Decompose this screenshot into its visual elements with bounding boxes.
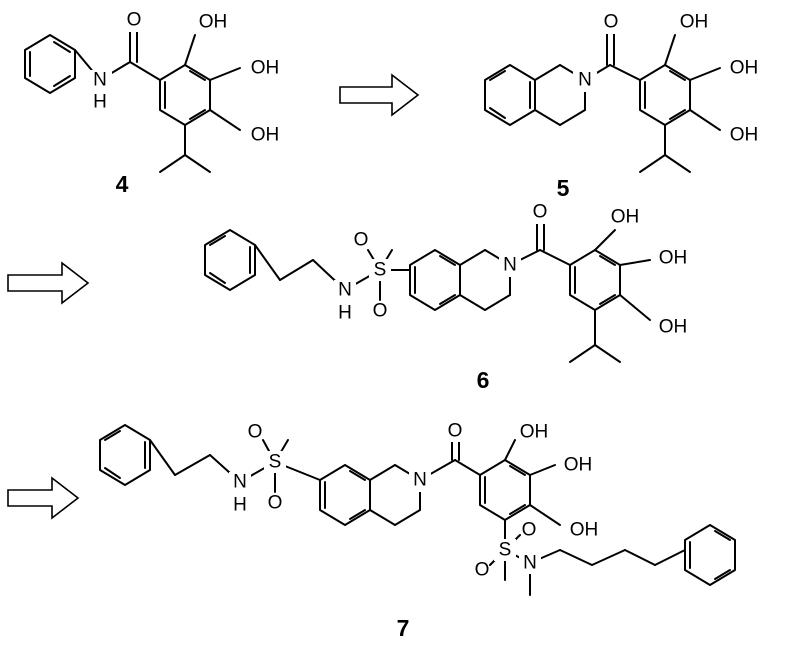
carbonyl-oxygen: O	[448, 421, 463, 442]
amide-nitrogen: N	[93, 70, 107, 91]
hydroxyl-label: OH	[730, 58, 759, 79]
sulfur-atom: S	[269, 452, 282, 473]
sulfonyl-oxygen: O	[475, 560, 490, 581]
compound-number-4: 4	[116, 171, 129, 197]
pyrogallol-ring	[159, 64, 211, 126]
sulfonyl-oxygen: O	[354, 230, 369, 251]
pyrogallol-ring	[479, 459, 531, 521]
sulfonyl-oxygen: O	[268, 493, 283, 514]
amide-nitrogen: N	[503, 255, 517, 276]
hydroxyl-label: OH	[680, 12, 709, 33]
benzene-ring	[24, 34, 76, 94]
sulfur-atom: S	[499, 540, 512, 561]
phenyl-ring	[684, 524, 736, 586]
benzo-ring	[484, 64, 536, 126]
compound-number-5: 5	[557, 175, 570, 201]
carbonyl-oxygen: O	[127, 10, 142, 31]
hydroxyl-label: OH	[251, 58, 280, 79]
pyrogallol-ring	[639, 64, 691, 126]
sulfur-atom: S	[374, 260, 387, 281]
hydroxyl-label: OH	[251, 125, 280, 146]
compound-7-structure: S O O N H N O OH OH OH S O O N	[99, 420, 736, 596]
sulfonamide-nitrogen: N	[523, 553, 537, 574]
carbonyl-oxygen: O	[604, 12, 619, 33]
sulfonyl-benzo-ring	[409, 249, 461, 311]
phenyl-ring	[99, 424, 151, 486]
hydroxyl-label: OH	[199, 12, 228, 33]
sulfonamide-hydrogen: H	[338, 303, 352, 324]
reaction-arrow-1	[339, 73, 420, 117]
reaction-arrow-2	[7, 261, 90, 305]
sulfonamide-hydrogen: H	[233, 495, 247, 516]
sulfonyl-benzo-ring	[319, 464, 371, 526]
sulfonamide-nitrogen: N	[233, 472, 247, 493]
amide-nitrogen: N	[413, 470, 427, 491]
sulfonamide-nitrogen: N	[338, 280, 352, 301]
carbonyl-oxygen: O	[533, 202, 548, 223]
compound-number-6: 6	[477, 367, 490, 393]
phenyl-ring	[204, 229, 256, 291]
sulfonyl-oxygen: O	[373, 301, 388, 322]
hydroxyl-label: OH	[659, 317, 688, 338]
compound-4-structure: O N H OH OH OH	[24, 10, 280, 173]
compound-5-structure: O N OH OH OH	[484, 12, 759, 173]
sulfonyl-oxygen: O	[248, 422, 263, 443]
hydroxyl-label: OH	[730, 125, 759, 146]
hydroxyl-label: OH	[520, 422, 549, 443]
pyrogallol-ring	[569, 249, 621, 311]
sulfonyl-oxygen: O	[522, 520, 537, 541]
amide-hydrogen: H	[93, 92, 107, 113]
amide-nitrogen: N	[578, 70, 592, 91]
compound-number-7: 7	[397, 615, 410, 641]
compound-6-structure: S O O N H N O OH OH OH	[204, 202, 688, 363]
hydroxyl-label: OH	[564, 455, 593, 476]
hydroxyl-label: OH	[611, 207, 640, 228]
hydroxyl-label: OH	[659, 248, 688, 269]
hydroxyl-label: OH	[570, 520, 599, 541]
reaction-arrow-3	[7, 476, 80, 520]
